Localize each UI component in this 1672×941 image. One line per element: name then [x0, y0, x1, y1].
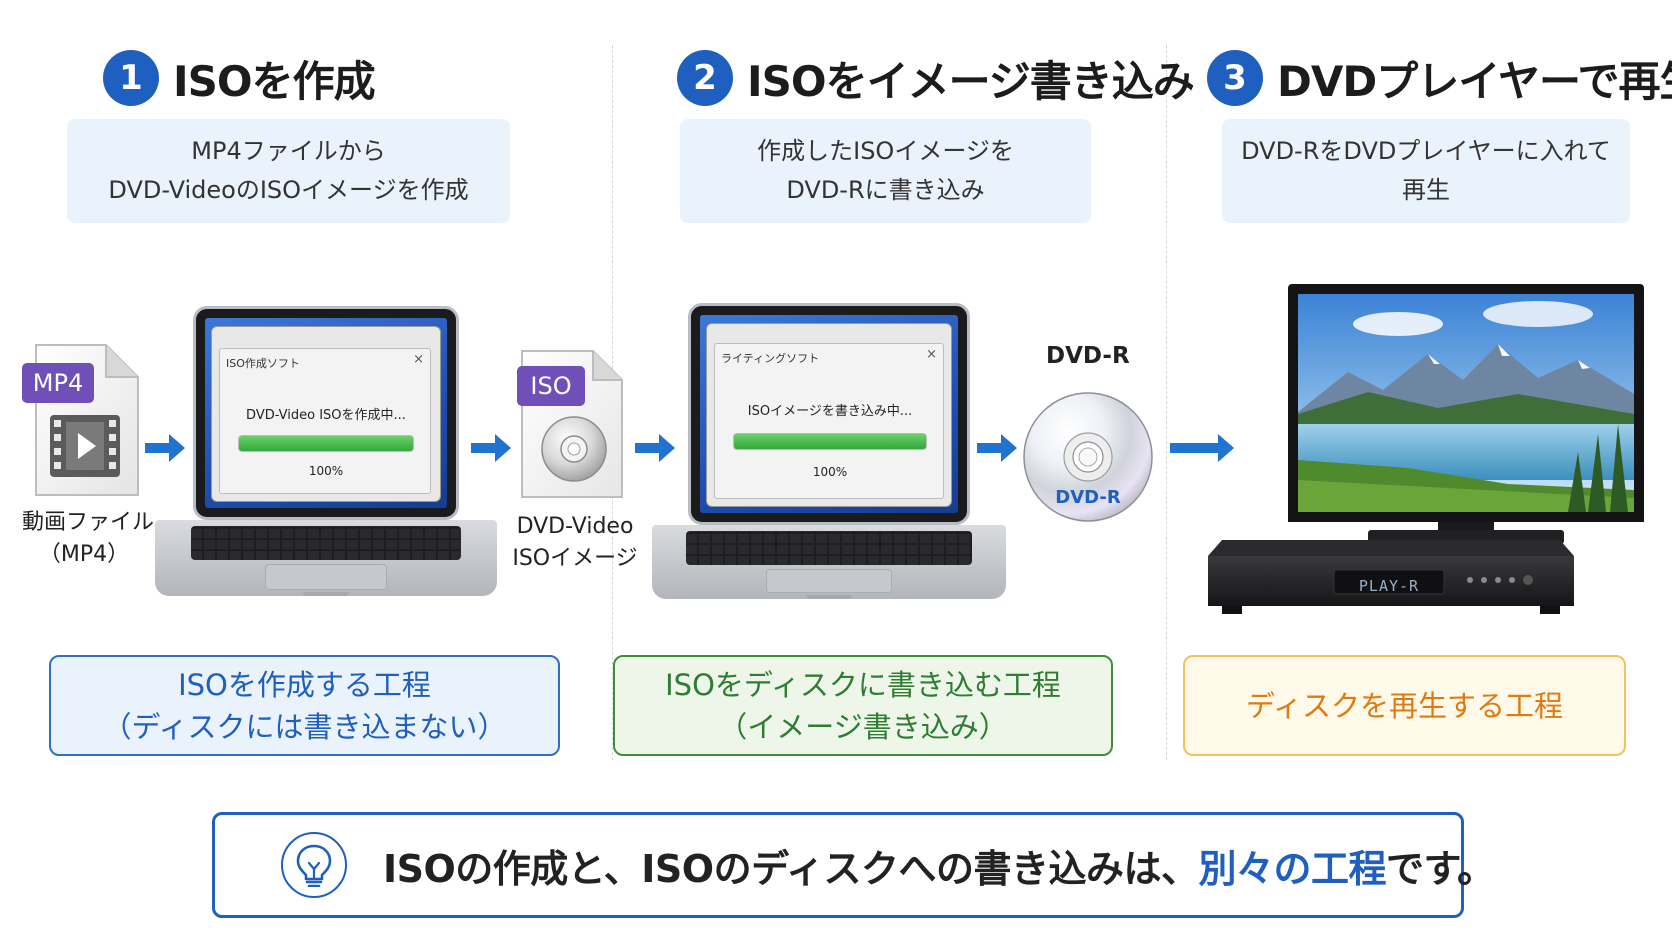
- close-icon[interactable]: ×: [413, 352, 424, 367]
- step-3-title: DVDプレイヤーで再生: [1277, 56, 1672, 106]
- dvd-disc-label: DVD-R: [1055, 487, 1121, 508]
- summary-banner: ISOの作成と、ISOのディスクへの書き込みは、別々の工程です。: [212, 812, 1495, 918]
- laptop-2-window-message: ISOイメージを書き込み中...: [747, 404, 913, 419]
- divider-2: [1166, 45, 1167, 760]
- laptop-2-window-title: ライティングソフト: [721, 352, 820, 365]
- arrow-right-icon: [977, 434, 1017, 462]
- iso-label-line-2: ISOイメージ: [512, 546, 638, 571]
- mp4-label-line-2: （MP4）: [38, 542, 130, 567]
- summary-highlight: 別々の工程: [1198, 846, 1386, 891]
- process-3-line-1: ディスクを再生する工程: [1246, 688, 1563, 723]
- process-1-line-1: ISOを作成する工程: [178, 667, 431, 702]
- laptop-1-progress-fill: [239, 436, 413, 451]
- arrow-right-icon: [145, 434, 185, 462]
- laptop-2-window: ライティングソフト × ISOイメージを書き込み中... 100%: [714, 343, 944, 499]
- step-3-description: DVD-RをDVDプレイヤーに入れて 再生: [1222, 119, 1630, 223]
- step-2-desc-line-1: 作成したISOイメージを: [757, 137, 1014, 165]
- step-2-desc-line-2: DVD-Rに書き込み: [786, 176, 985, 204]
- process-1-box: ISOを作成する工程 （ディスクには書き込まない）: [49, 655, 560, 756]
- laptop-1-keyboard: [191, 526, 461, 560]
- laptop-2: ライティングソフト × ISOイメージを書き込み中... 100%: [652, 303, 1006, 599]
- mp4-badge-text: MP4: [32, 369, 84, 397]
- arrow-right-icon: [1170, 434, 1234, 462]
- dvd-player: [1208, 540, 1574, 620]
- step-1-description: MP4ファイルから DVD-VideoのISOイメージを作成: [67, 119, 510, 223]
- iso-label-line-1: DVD-Video: [516, 514, 634, 539]
- process-2-box: ISOをディスクに書き込む工程 （イメージ書き込み）: [613, 655, 1113, 756]
- step-3-header: 3 DVDプレイヤーで再生: [1207, 48, 1672, 108]
- summary-text: ISOの作成と、ISOのディスクへの書き込みは、別々の工程です。: [383, 838, 1495, 893]
- mp4-label: 動画ファイル （MP4）: [22, 507, 155, 571]
- laptop-2-progress-percent: 100%: [812, 465, 848, 479]
- dvd-disc-icon: [1022, 390, 1154, 524]
- step-2-number: 2: [677, 50, 733, 106]
- laptop-2-keyboard: [686, 531, 972, 565]
- dvd-r-title: DVD-R: [1046, 343, 1130, 369]
- iso-badge-text: ISO: [530, 372, 572, 400]
- summary-text-after: です。: [1385, 846, 1495, 891]
- laptop-1-notch: [303, 592, 349, 596]
- step-2-title: ISOをイメージ書き込み: [747, 56, 1195, 106]
- process-1-line-2: （ディスクには書き込まない）: [102, 709, 507, 744]
- process-3-box: ディスクを再生する工程: [1183, 655, 1626, 756]
- laptop-1-progress-percent: 100%: [308, 464, 344, 478]
- laptop-1-progress-bar: [238, 435, 414, 452]
- laptop-1-window-message: DVD-Video ISOを作成中...: [246, 408, 406, 423]
- lightbulb-icon: [281, 832, 347, 898]
- mp4-label-line-1: 動画ファイル: [22, 510, 155, 535]
- tv: [1288, 284, 1644, 564]
- step-1-desc-line-1: MP4ファイルから: [191, 137, 386, 165]
- laptop-2-progress-fill: [734, 434, 926, 449]
- step-3-number: 3: [1207, 50, 1263, 106]
- step-1-title: ISOを作成: [173, 56, 376, 106]
- laptop-1: ISO作成ソフト × DVD-Video ISOを作成中... 100%: [155, 306, 497, 596]
- mp4-badge: MP4: [22, 363, 94, 403]
- laptop-1-window-title: ISO作成ソフト: [226, 357, 300, 370]
- iso-label: DVD-Video ISOイメージ: [506, 511, 644, 575]
- laptop-1-window: ISO作成ソフト × DVD-Video ISOを作成中... 100%: [219, 348, 431, 494]
- step-2-header: 2 ISOをイメージ書き込み: [677, 48, 1195, 108]
- laptop-1-touchpad: [265, 564, 387, 590]
- laptop-2-screen: ライティングソフト × ISOイメージを書き込み中... 100%: [700, 315, 958, 513]
- step-2-description: 作成したISOイメージを DVD-Rに書き込み: [680, 119, 1091, 223]
- step-1-header: 1 ISOを作成: [103, 48, 376, 108]
- step-3-desc-line-1: DVD-RをDVDプレイヤーに入れて: [1241, 137, 1611, 165]
- arrow-right-icon: [471, 434, 511, 462]
- laptop-2-touchpad: [766, 569, 892, 593]
- step-1-desc-line-2: DVD-VideoのISOイメージを作成: [108, 176, 469, 204]
- laptop-1-screen: ISO作成ソフト × DVD-Video ISOを作成中... 100%: [205, 318, 447, 508]
- iso-badge: ISO: [517, 366, 585, 406]
- laptop-2-notch: [806, 595, 852, 599]
- step-1-number: 1: [103, 50, 159, 106]
- summary-text-before: ISOの作成と、ISOのディスクへの書き込みは、: [383, 846, 1199, 891]
- step-3-desc-line-2: 再生: [1402, 176, 1450, 204]
- arrow-right-icon: [635, 434, 675, 462]
- laptop-2-progress-bar: [733, 433, 927, 450]
- close-icon[interactable]: ×: [926, 347, 937, 362]
- process-2-line-2: （イメージ書き込み）: [718, 709, 1008, 744]
- player-display-text: PLAY-R: [1358, 577, 1420, 595]
- process-2-line-1: ISOをディスクに書き込む工程: [665, 667, 1061, 702]
